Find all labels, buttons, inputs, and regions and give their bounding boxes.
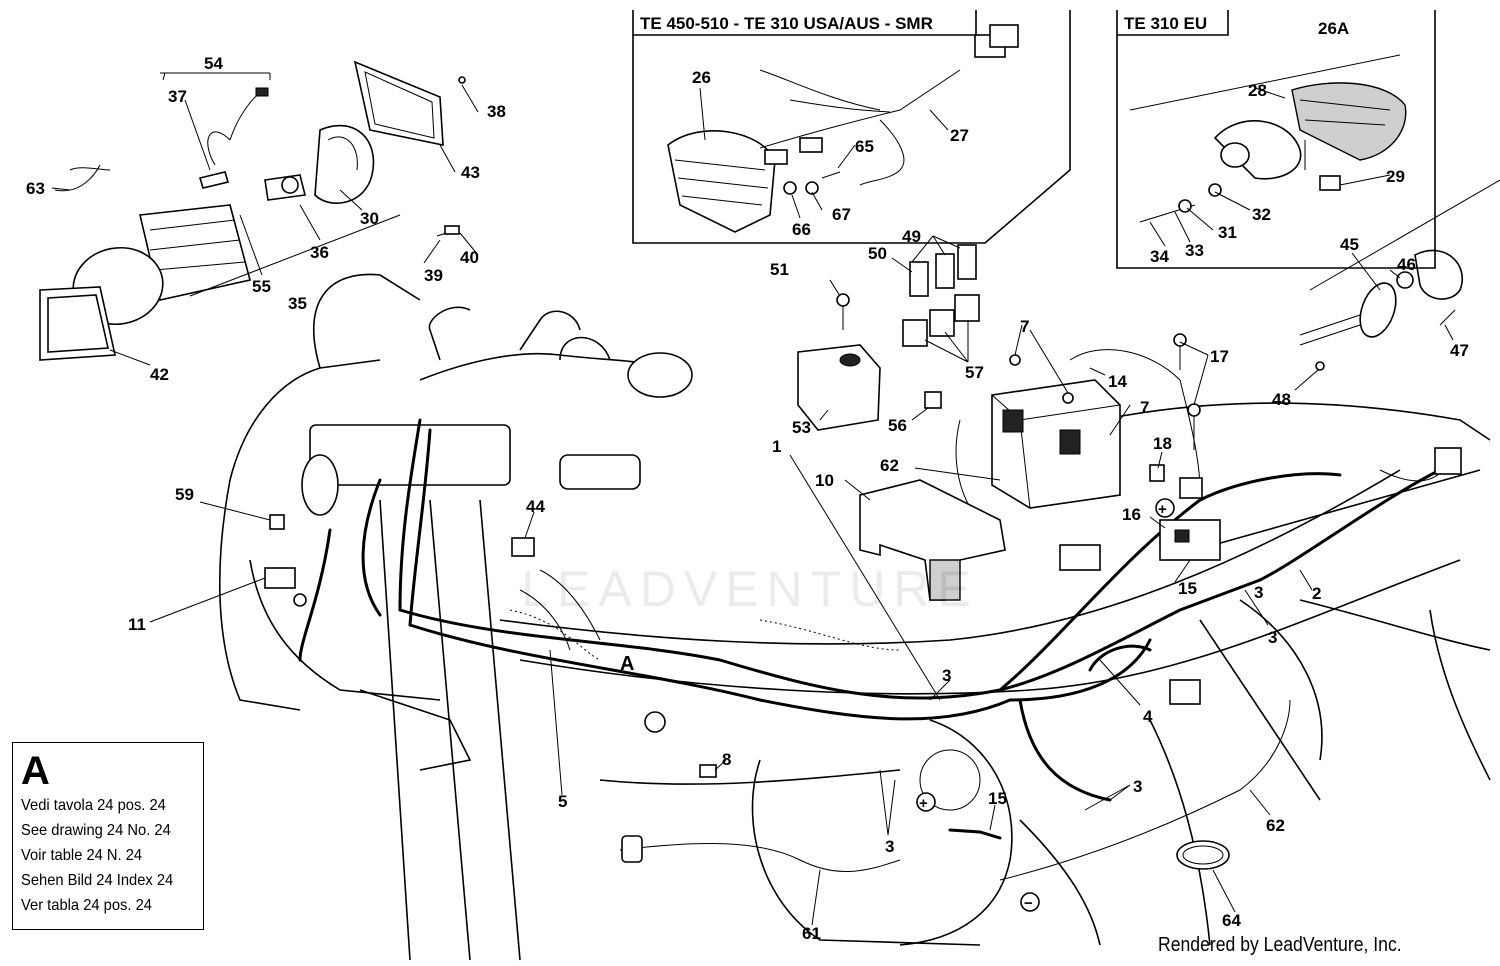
reference-line-german: Sehen Bild 24 Index 24 (21, 872, 174, 889)
callout-32: 32 (1252, 205, 1271, 224)
plus-sign: + (1158, 501, 1167, 518)
callout-30: 30 (360, 209, 379, 228)
tail-light-usa (667, 24, 1019, 233)
callout-29: 29 (1386, 167, 1405, 186)
callout-36: 36 (310, 243, 329, 262)
callout-49: 49 (902, 227, 921, 246)
callout-3: 3 (1268, 628, 1277, 647)
callout-38: 38 (487, 102, 506, 121)
callout-44: 44 (526, 497, 545, 516)
tail-light-eu (1139, 82, 1407, 223)
callout-2: 2 (1312, 584, 1321, 603)
wiring-harness (298, 349, 1451, 881)
callout-16: 16 (1122, 505, 1141, 524)
reference-line-english: See drawing 24 No. 24 (21, 822, 171, 839)
callout-17: 17 (1210, 347, 1229, 366)
callout-37: 37 (168, 87, 187, 106)
frame-outline (218, 273, 1491, 961)
callout-56: 56 (888, 416, 907, 435)
callout-40: 40 (460, 248, 479, 267)
inset-title-usa: TE 450-510 - TE 310 USA/AUS - SMR (640, 14, 933, 33)
reference-letter: A (21, 749, 50, 793)
callout-14: 14 (1108, 372, 1127, 391)
callout-5: 5 (558, 792, 567, 811)
callout-34: 34 (1150, 247, 1169, 266)
callout-35: 35 (288, 294, 307, 313)
callout-18: 18 (1153, 434, 1172, 453)
callout-54: 54 (204, 54, 223, 73)
callout-42: 42 (150, 365, 169, 384)
callout-39: 39 (424, 266, 443, 285)
callout-55: 55 (252, 277, 271, 296)
callout-26a: 26A (1318, 19, 1349, 38)
callout-61: 61 (802, 924, 821, 943)
inset-title-eu: TE 310 EU (1124, 14, 1207, 33)
callout-27: 27 (950, 126, 969, 145)
callout-8: 8 (722, 750, 731, 769)
inset-frames (632, 10, 1436, 269)
callout-48: 48 (1272, 390, 1291, 409)
callout-47: 47 (1450, 341, 1469, 360)
callout-3: 3 (942, 666, 951, 685)
callout-50: 50 (868, 244, 887, 263)
credit-text: Rendered by LeadVenture, Inc. (1158, 934, 1402, 956)
callout-11: 11 (128, 615, 146, 634)
callout-15: 15 (1178, 579, 1197, 598)
callout-26: 26 (692, 68, 711, 87)
minus-sign: − (1024, 895, 1033, 912)
reference-line-italian: Vedi tavola 24 pos. 24 (21, 797, 166, 814)
callout-3: 3 (1133, 777, 1142, 796)
callout-63: 63 (26, 179, 45, 198)
leader-lines (51, 54, 1500, 926)
callout-59: 59 (175, 485, 194, 504)
reference-box: A Vedi tavola 24 pos. 24 See drawing 24 … (12, 742, 204, 930)
callout-43: 43 (461, 163, 480, 182)
callout-33: 33 (1185, 241, 1204, 260)
callout-62: 62 (880, 456, 899, 475)
callout-62: 62 (1266, 816, 1285, 835)
components (39, 60, 1463, 912)
detail-marker-a: A (620, 653, 634, 675)
plus-sign: + (919, 795, 928, 812)
callout-67: 67 (832, 205, 851, 224)
callout-labels: 1 2 3 3 3 3 3 4 5 7 7 8 10 11 14 15 15 1… (26, 19, 1469, 943)
callout-3: 3 (885, 837, 894, 856)
callout-45: 45 (1340, 235, 1359, 254)
callout-57: 57 (965, 363, 984, 382)
callout-53: 53 (792, 418, 811, 437)
callout-15: 15 (988, 789, 1007, 808)
callout-28: 28 (1248, 81, 1267, 100)
reference-line-french: Voir table 24 N. 24 (21, 847, 143, 864)
callout-7: 7 (1020, 317, 1029, 336)
watermark: LEADVENTURE (521, 561, 979, 617)
callout-3: 3 (1254, 583, 1263, 602)
callout-66: 66 (792, 220, 811, 239)
callout-10: 10 (815, 471, 834, 490)
callout-4: 4 (1143, 707, 1153, 726)
callout-46: 46 (1397, 255, 1416, 274)
callout-65: 65 (855, 137, 874, 156)
callout-51: 51 (770, 260, 789, 279)
reference-line-spanish: Ver tabla 24 pos. 24 (21, 897, 152, 914)
callout-1: 1 (772, 437, 781, 456)
callout-64: 64 (1222, 911, 1241, 930)
callout-7: 7 (1140, 398, 1149, 417)
callout-31: 31 (1218, 223, 1237, 242)
